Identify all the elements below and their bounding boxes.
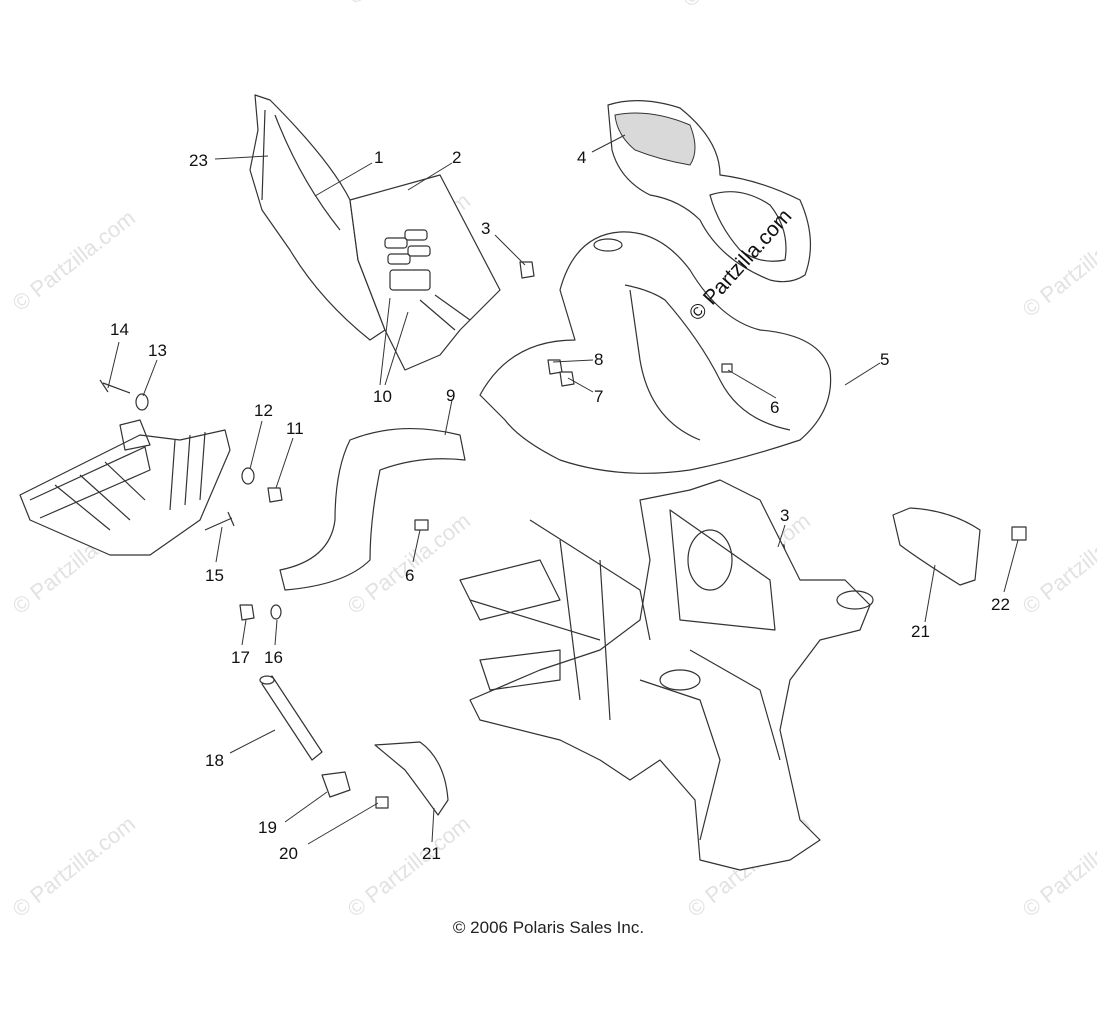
callout-20: 20: [279, 844, 298, 863]
callout-18: 18: [205, 751, 224, 770]
callout-layer: 23 1 2 3 4 5 6 7 8 9 10 11 12 13 14 15 1…: [110, 148, 1010, 863]
callout-23: 23: [189, 151, 208, 170]
guard-lower-part: [374, 741, 449, 816]
watermark-text: © Partzilla.com: [343, 811, 475, 922]
watermark-text: © Partzilla.com: [1018, 508, 1097, 619]
callout-21-right: 21: [911, 622, 930, 641]
callout-9: 9: [446, 386, 455, 405]
callout-13: 13: [148, 341, 167, 360]
callout-5: 5: [880, 350, 889, 369]
leader-lines: [107, 134, 1019, 845]
bolt-washer-part: [99, 379, 149, 411]
copyright-footer: © 2006 Polaris Sales Inc.: [452, 918, 645, 937]
callout-22: 22: [991, 595, 1010, 614]
callout-19: 19: [258, 818, 277, 837]
callout-3-lower: 3: [780, 506, 789, 525]
callout-3-upper: 3: [481, 219, 490, 238]
inner-panel-part: [349, 174, 501, 371]
callout-10: 10: [373, 387, 392, 406]
watermark-text: © Partzilla.com: [1018, 811, 1097, 922]
callout-1: 1: [374, 148, 383, 167]
callout-11: 11: [286, 419, 304, 438]
callout-7: 7: [594, 387, 603, 406]
callout-15: 15: [205, 566, 224, 585]
watermark-text: © Partzilla.com: [1018, 211, 1097, 322]
clip-part: [321, 771, 389, 809]
callout-12: 12: [254, 401, 273, 420]
bracket-right-part: [892, 507, 981, 586]
console-part: [607, 100, 812, 283]
rear-fender-part: [479, 231, 832, 474]
footrest-part: [19, 419, 231, 556]
callout-6-upper: 6: [770, 398, 779, 417]
fastener-group-left: [204, 467, 283, 621]
watermark-text: © Partzilla.com: [8, 205, 140, 316]
callout-6-lower: 6: [405, 566, 414, 585]
callout-16: 16: [264, 648, 283, 667]
callout-14: 14: [110, 320, 129, 339]
watermark-text: © Partzilla.com: [8, 811, 140, 922]
watermark-text: © Partzilla.com: [343, 0, 475, 9]
callout-17: 17: [231, 648, 250, 667]
callout-4: 4: [577, 148, 586, 167]
tube-part: [259, 675, 323, 761]
main-frame-part: [459, 479, 874, 871]
fender-flare-part: [279, 427, 466, 591]
watermark-text: © Partzilla.com: [678, 0, 810, 12]
callout-2: 2: [452, 148, 461, 167]
callout-21-lower: 21: [422, 844, 441, 863]
side-panel-part: [249, 94, 386, 341]
callout-8: 8: [594, 350, 603, 369]
